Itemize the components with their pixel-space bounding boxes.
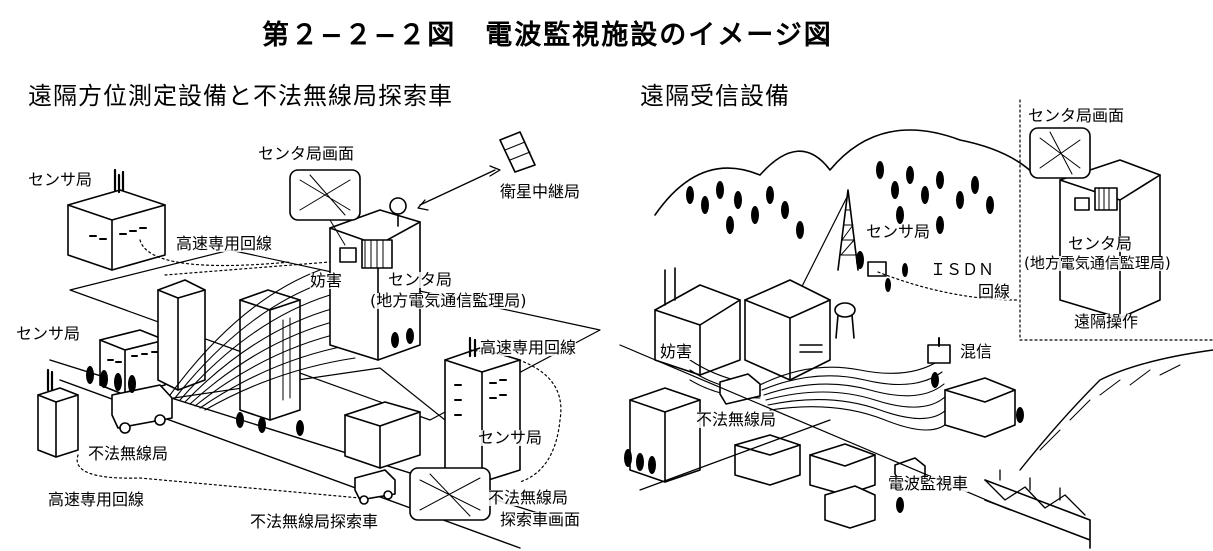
label-center-screen-right: センタ局画面 (1028, 106, 1125, 125)
isdn-line (877, 99, 1213, 341)
sensor-station-building-top (67, 168, 166, 271)
highspeed-lines-left (76, 239, 562, 499)
label-center-station-right: センタ局 (1068, 234, 1133, 253)
cliff-and-bridge (984, 349, 1213, 549)
radio-waves-left (169, 269, 356, 411)
illegal-station-car (719, 373, 761, 405)
label-isdn-line: 回線 (978, 282, 1011, 301)
label-sensor-station-top: センサ局 (28, 170, 93, 189)
trees-right (624, 263, 1024, 513)
label-interference-right: 妨害 (660, 342, 693, 361)
label-regional-bureau-right: (地方電気通信監理局) (1024, 254, 1171, 272)
satellite (417, 131, 561, 211)
label-interference-left: 妨害 (310, 271, 343, 290)
sensor-station-building-right (444, 336, 521, 483)
left-illustration (37, 131, 601, 549)
office-building-center (344, 401, 421, 469)
tall-buildings (157, 279, 301, 421)
label-highspeed-line-top: 高速専用回線 (176, 234, 273, 253)
factory-buildings (654, 267, 831, 381)
label-sensor-station-right: センサ局 (478, 428, 543, 447)
mountain-forest (686, 161, 994, 269)
search-screen-callout (409, 467, 491, 521)
label-highspeed-line-bottom: 高速専用回線 (48, 490, 145, 509)
center-station-building (329, 197, 421, 361)
label-satellite-relay: 衛星中継局 (500, 182, 581, 201)
label-center-station-left: センタ局 (388, 270, 453, 289)
label-crosstalk: 混信 (960, 342, 993, 361)
search-vehicle (354, 469, 396, 505)
label-search-screen-line1: 不法無線局 (488, 488, 569, 507)
label-search-vehicle: 不法無線局探索車 (250, 512, 379, 531)
label-center-screen: センタ局画面 (258, 144, 355, 163)
figure-title: 第２−２−２図 電波監視施設のイメージ図 (262, 20, 833, 51)
label-illegal-station-right: 不法無線局 (696, 410, 777, 429)
label-highspeed-line-right: 高速専用回線 (480, 338, 577, 357)
label-remote-operation: 遠隔操作 (1074, 312, 1139, 331)
left-section-heading: 遠隔方位測定設備と不法無線局探索車 (28, 82, 453, 110)
center-screen-callout-right (1029, 127, 1091, 179)
label-sensor-station-mid: センサ局 (16, 324, 81, 343)
label-sensor-station-right-area: センサ局 (866, 222, 931, 241)
center-screen-callout (289, 169, 361, 246)
label-isdn: ＩＳＤＮ (930, 260, 995, 279)
label-illegal-station-left: 不法無線局 (88, 444, 169, 463)
crosstalk-building (927, 337, 951, 364)
label-monitor-vehicle: 電波監視車 (888, 474, 969, 493)
sensor-station-building-small (37, 368, 79, 458)
right-section-heading: 遠隔受信設備 (640, 82, 790, 110)
illegal-station-van (111, 384, 173, 434)
label-search-screen-line2: 探索車画面 (500, 510, 581, 529)
trees-left (86, 328, 414, 436)
city-buildings-right (629, 377, 1016, 529)
label-regional-bureau-left: (地方電気通信監理局) (370, 291, 527, 310)
water-tower (834, 302, 856, 339)
